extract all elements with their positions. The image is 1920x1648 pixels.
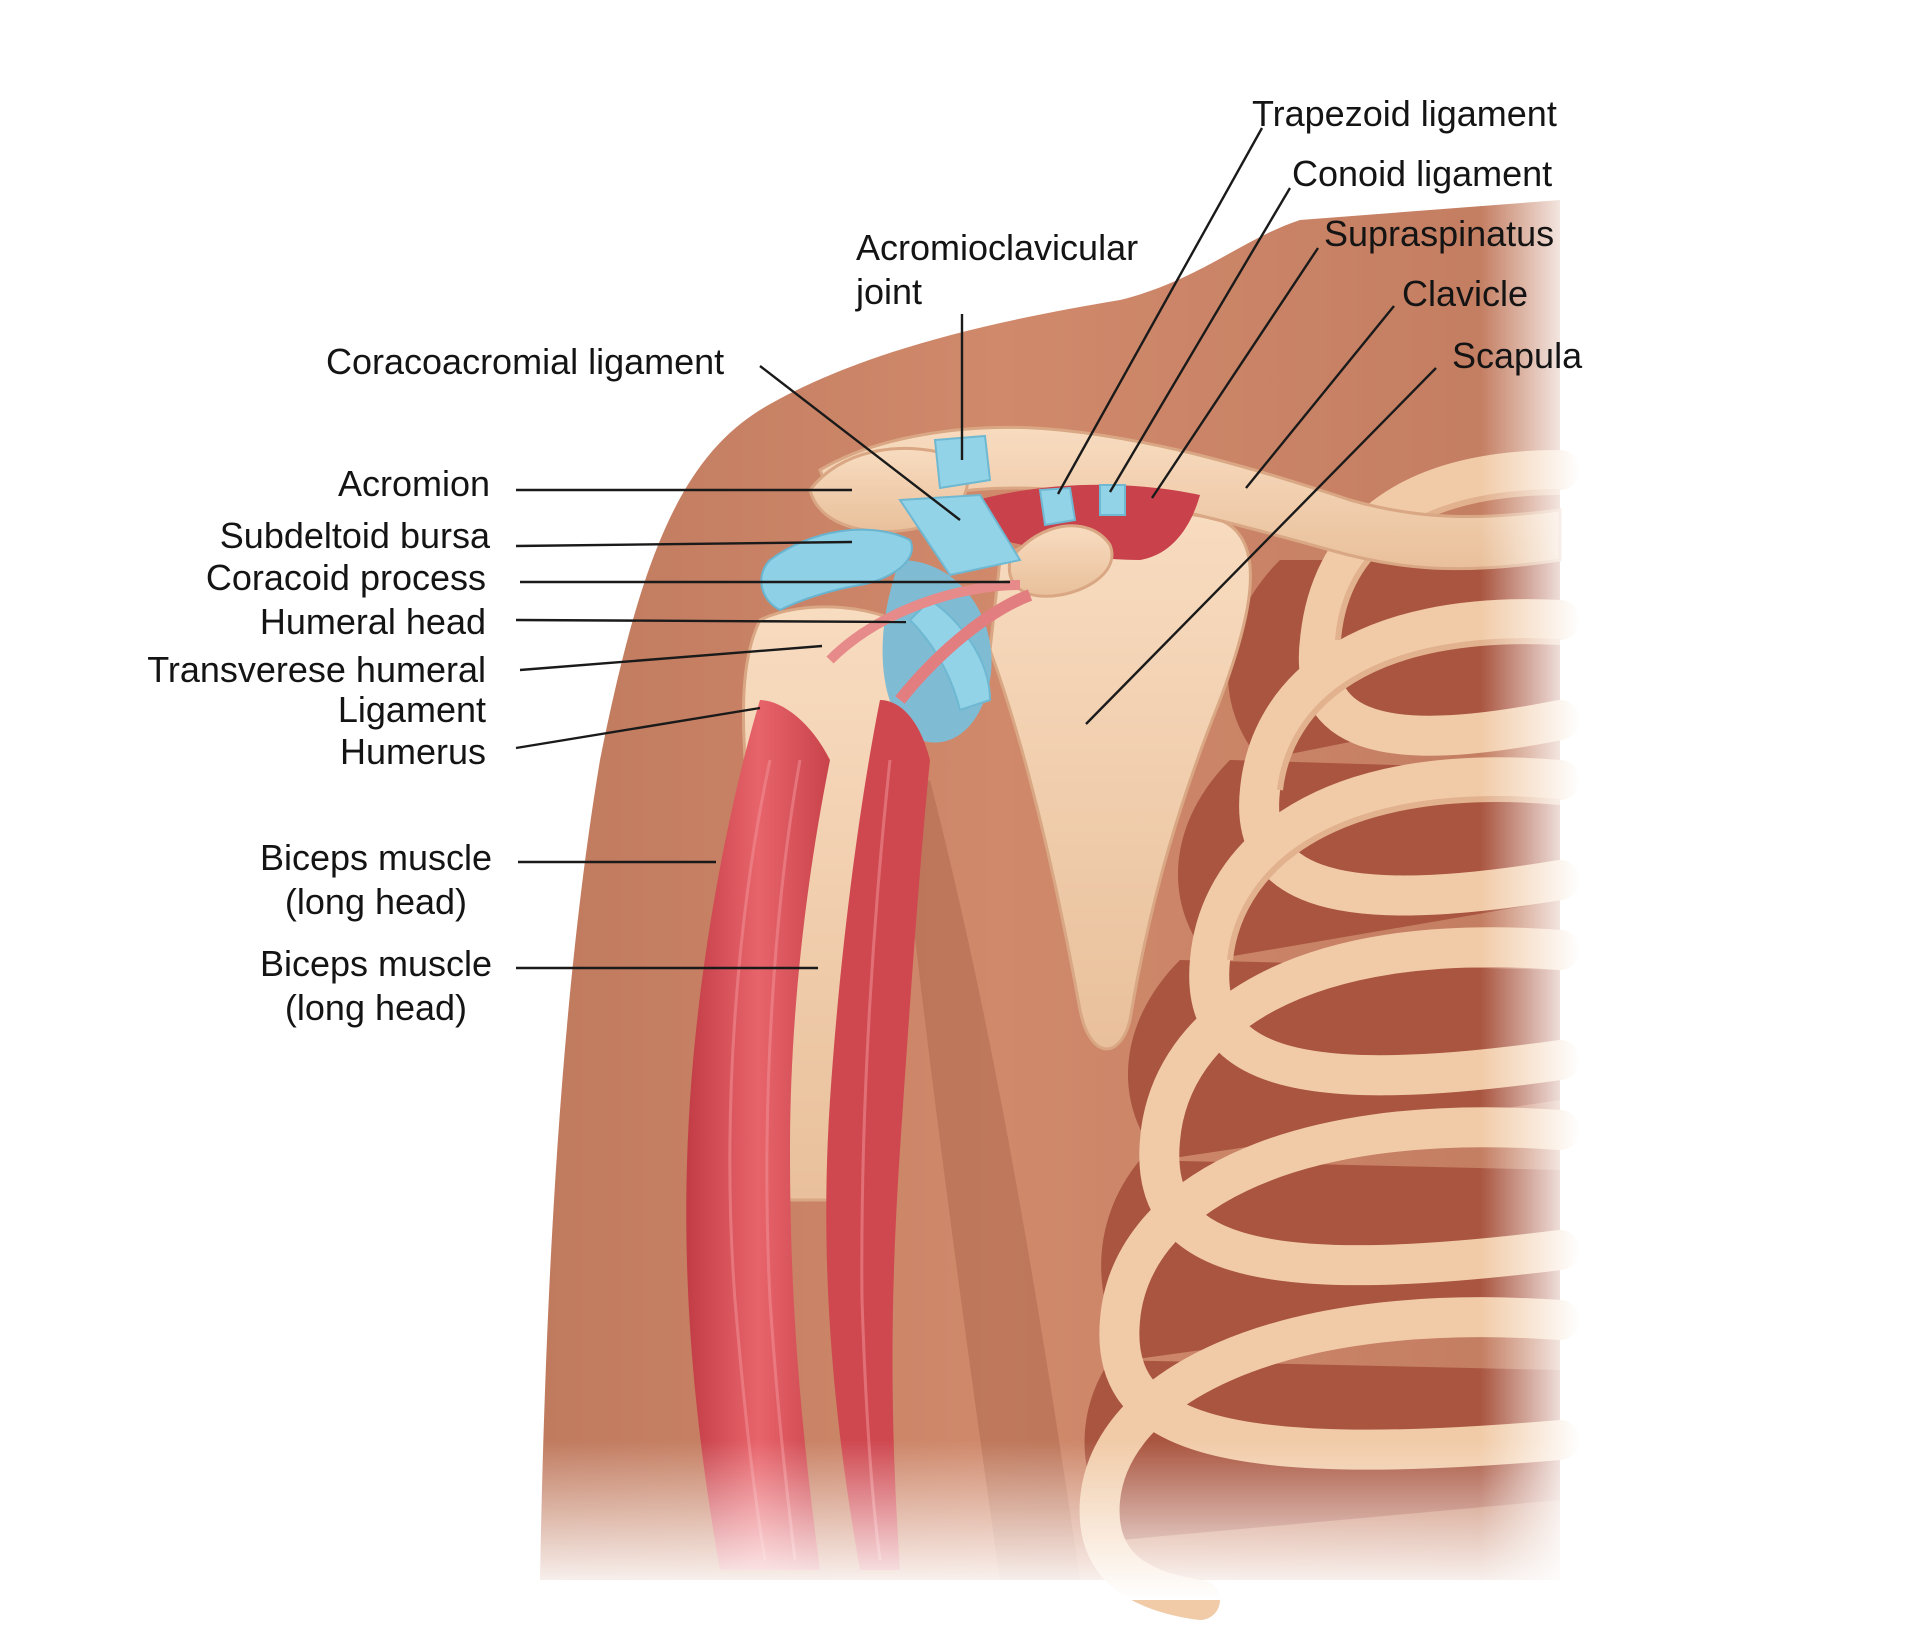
label-biceps1-line1: Biceps muscle bbox=[256, 836, 496, 880]
label-scapula: Scapula bbox=[1452, 334, 1582, 378]
label-coracoacromial-ligament: Coracoacromial ligament bbox=[326, 340, 724, 384]
label-humerus: Humerus bbox=[340, 730, 486, 774]
right-fade bbox=[1480, 200, 1580, 1600]
label-acromioclavicular-line1: Acromioclavicular bbox=[856, 226, 1138, 270]
label-trapezoid-ligament: Trapezoid ligament bbox=[1252, 92, 1557, 136]
label-biceps-long-head-2: Biceps muscle (long head) bbox=[256, 942, 496, 1030]
label-acromioclavicular-joint: Acromioclavicular joint bbox=[856, 226, 1138, 314]
label-supraspinatus: Supraspinatus bbox=[1324, 212, 1554, 256]
label-biceps2-line1: Biceps muscle bbox=[256, 942, 496, 986]
label-transverse-humeral-ligament: Transverese humeral Ligament bbox=[147, 648, 486, 732]
label-biceps-long-head-1: Biceps muscle (long head) bbox=[256, 836, 496, 924]
label-conoid-ligament: Conoid ligament bbox=[1292, 152, 1552, 196]
bottom-fade bbox=[500, 1440, 1600, 1600]
label-biceps1-line2: (long head) bbox=[256, 880, 496, 924]
label-transverse-line2: Ligament bbox=[147, 688, 486, 732]
label-clavicle: Clavicle bbox=[1402, 272, 1528, 316]
label-humeral-head: Humeral head bbox=[260, 600, 486, 644]
label-biceps2-line2: (long head) bbox=[256, 986, 496, 1030]
label-subdeltoid-bursa: Subdeltoid bursa bbox=[220, 514, 490, 558]
label-acromion: Acromion bbox=[338, 462, 490, 506]
label-coracoid-process: Coracoid process bbox=[206, 556, 486, 600]
label-transverse-line1: Transverese humeral bbox=[147, 648, 486, 692]
label-acromioclavicular-line2: joint bbox=[856, 270, 1138, 314]
